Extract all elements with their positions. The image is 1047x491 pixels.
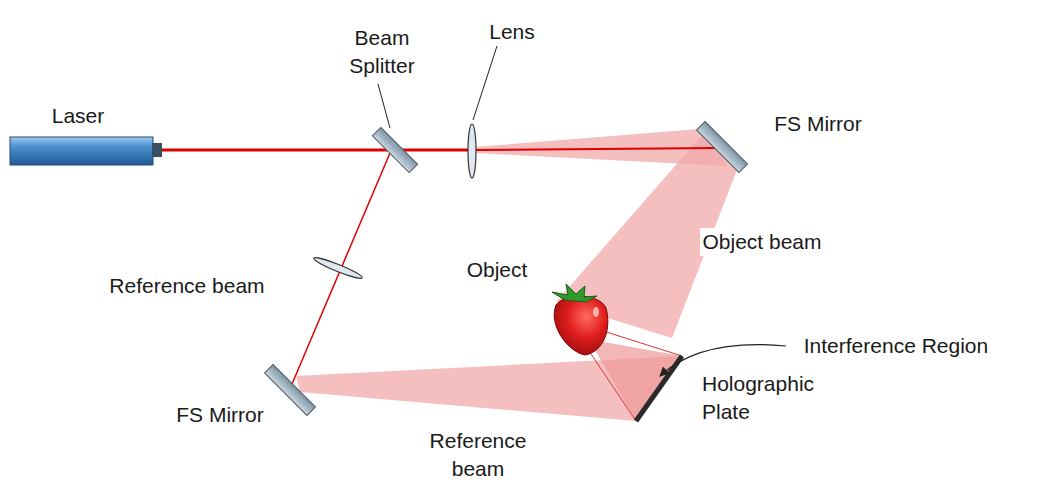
object-light-line	[600, 330, 682, 356]
reference-lens	[313, 255, 364, 281]
beam-splitter	[372, 127, 417, 172]
part-label: Reference beam	[107, 272, 266, 300]
part-label: Object beam	[700, 228, 823, 256]
holographic-plate	[636, 356, 682, 421]
laser-beam	[474, 148, 718, 150]
fs-mirror	[265, 365, 316, 416]
part-label: Lens	[487, 18, 537, 46]
strawberry-highlight	[593, 307, 599, 317]
scattered-light	[588, 338, 682, 421]
lens	[468, 124, 476, 178]
leader-line	[378, 84, 390, 128]
part-label: FS Mirror	[772, 110, 864, 138]
laser-beam	[162, 149, 470, 152]
strawberry-leaves	[552, 284, 597, 302]
laser-body	[10, 137, 153, 165]
part-label: Object	[465, 256, 530, 284]
leader-line	[473, 46, 497, 120]
strawberry	[554, 296, 608, 355]
part-label: FS Mirror	[174, 401, 266, 429]
reference-beam-line	[292, 153, 390, 384]
part-label: Holographic Plate	[700, 370, 816, 427]
part-label: Reference beam	[428, 427, 529, 484]
part-label: Beam Splitter	[347, 24, 416, 81]
fs-mirror	[697, 122, 748, 173]
part-label: Interference Region	[802, 332, 990, 360]
part-label: Laser	[50, 102, 107, 130]
laser-nozzle	[152, 143, 162, 157]
object-light-line	[585, 345, 636, 421]
